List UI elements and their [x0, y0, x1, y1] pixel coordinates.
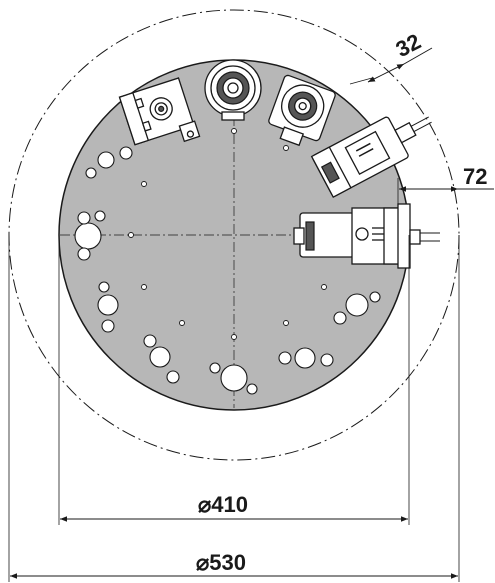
- horizontal-holder-right: [293, 203, 440, 269]
- disk-holes: [74, 146, 381, 395]
- angled-holder-right: [310, 116, 432, 199]
- extension-line-32a: [349, 77, 373, 85]
- hole: [166, 370, 180, 384]
- hole: [101, 319, 115, 333]
- hole: [143, 334, 157, 348]
- bolt-hole: [141, 284, 147, 290]
- hole: [209, 362, 221, 374]
- leader-32: [403, 47, 433, 65]
- hole: [98, 281, 110, 293]
- hole: [97, 151, 115, 169]
- hole: [119, 146, 133, 160]
- hole: [74, 222, 102, 250]
- bolt-hole: [231, 334, 237, 340]
- dimension-line-32: [367, 63, 405, 83]
- inner-diameter-label: ⌀410: [198, 492, 248, 517]
- bolt-hole: [321, 284, 327, 290]
- bolt-hole: [283, 320, 289, 326]
- spindle-unit-top-right: [268, 74, 336, 147]
- bolt-hole: [141, 181, 147, 187]
- hole: [345, 293, 369, 317]
- hole: [77, 247, 91, 261]
- hole: [77, 211, 91, 225]
- bolt-hole: [283, 145, 289, 151]
- hole: [220, 364, 248, 392]
- radial-offset-label: 72: [463, 164, 487, 189]
- hole: [333, 311, 347, 325]
- hole: [320, 353, 334, 367]
- small-bolt-holes: [128, 128, 327, 340]
- outer-diameter-label: ⌀530: [196, 550, 246, 575]
- angled-holder-top-left: [118, 77, 201, 146]
- spindle-unit-top: [204, 59, 262, 121]
- hole: [149, 346, 171, 368]
- hole: [246, 383, 258, 395]
- bolt-hole: [128, 232, 134, 238]
- hole: [97, 294, 119, 316]
- hole: [94, 210, 106, 222]
- hole: [369, 291, 381, 303]
- hole: [294, 347, 316, 369]
- tool-offset-label: 32: [392, 29, 425, 62]
- bolt-hole: [231, 128, 237, 134]
- hole: [85, 167, 97, 179]
- hole: [278, 351, 292, 365]
- bolt-hole: [179, 320, 185, 326]
